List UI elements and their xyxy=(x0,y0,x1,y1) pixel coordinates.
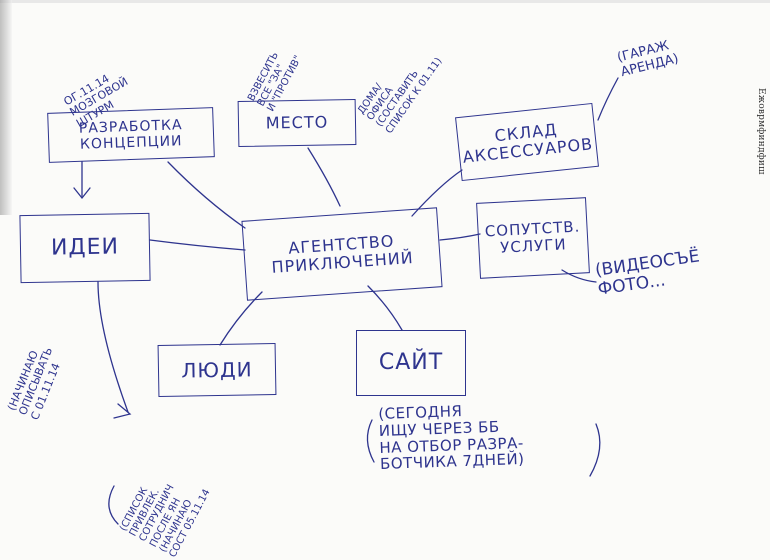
scan-edge-left xyxy=(0,0,12,215)
node-center-label: АГЕНТСТВО ПРИКЛЮЧЕНИЙ xyxy=(270,230,415,277)
bracket-site-note-left xyxy=(366,419,375,463)
note-site: (СЕГОДНЯ ИЩУ ЧЕРЕЗ ББ НА ОТБОР РАЗРА- БО… xyxy=(377,402,525,474)
node-services-label: СОПУТСТВ. УСЛУГИ xyxy=(484,217,581,257)
node-services: СОПУТСТВ. УСЛУГИ xyxy=(476,197,590,279)
link-center-ideas xyxy=(149,239,246,251)
link-services-note xyxy=(561,269,597,283)
margin-vertical-text: Ежоврмфиндфиш xyxy=(756,88,766,175)
bracket-people-note xyxy=(108,485,119,525)
node-ideas-label: ИДЕИ xyxy=(50,234,120,261)
node-ideas: ИДЕИ xyxy=(19,212,151,284)
link-center-people xyxy=(219,291,263,346)
link-center-warehouse xyxy=(411,169,463,217)
node-center: АГЕНТСТВО ПРИКЛЮЧЕНИЙ xyxy=(241,207,443,301)
node-people-label: ЛЮДИ xyxy=(181,356,253,383)
link-center-services xyxy=(439,233,481,241)
link-center-site xyxy=(367,285,403,331)
link-center-concept xyxy=(167,161,246,229)
node-place-label: МЕСТО xyxy=(265,112,329,133)
node-site-label: САЙТ xyxy=(378,350,444,376)
node-warehouse-label: СКЛАД АКСЕССУАРОВ xyxy=(461,119,594,167)
bracket-site-note-right xyxy=(589,423,601,477)
node-site: САЙТ xyxy=(356,330,466,396)
scan-edge-top xyxy=(0,0,770,3)
node-people: ЛЮДИ xyxy=(157,342,277,398)
link-ideas-people xyxy=(97,281,129,413)
link-center-place xyxy=(307,147,341,207)
node-concept-label: РАЗРАБОТКА КОНЦЕПЦИИ xyxy=(78,117,183,153)
node-place: МЕСТО xyxy=(237,98,357,148)
link-warehouse-note xyxy=(597,77,619,121)
arrow-concept-ideas-head xyxy=(73,187,91,200)
arrow-people-head xyxy=(113,403,132,419)
